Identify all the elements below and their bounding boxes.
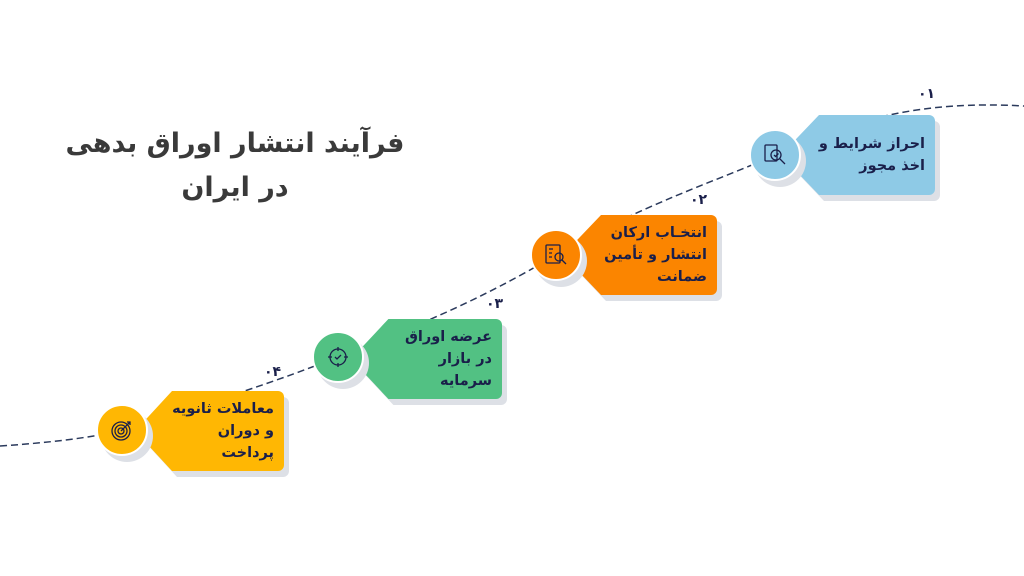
step-label: انتخـاب ارکان انتشار و تأمین ضمانت — [604, 225, 707, 285]
step-card-3: عرضه اوراق در بازار سرمایه — [360, 319, 507, 405]
step-label: معاملات ثانویه و دوران پرداخت — [172, 401, 274, 461]
title-line-2: در ایران — [181, 172, 289, 203]
step-label: احراز شرایط و اخذ مجوز — [818, 136, 925, 174]
bullseye-icon — [96, 404, 148, 456]
target-check-icon — [312, 331, 364, 383]
step-card-4: معاملات ثانویه و دوران پرداخت — [144, 391, 289, 477]
step-number: ۰۳ — [486, 296, 504, 312]
document-search-icon — [749, 129, 801, 181]
page-title: فرآیند انتشار اوراق بدهی در ایران — [65, 122, 405, 210]
step-number: ۰۱ — [918, 86, 936, 102]
step-number: ۰۲ — [690, 192, 708, 208]
step-card-2: انتخـاب ارکان انتشار و تأمین ضمانت — [572, 215, 722, 301]
report-search-icon — [530, 229, 582, 281]
step-number: ۰۴ — [264, 364, 282, 380]
step-card-1: احراز شرایط و اخذ مجوز — [790, 115, 940, 201]
step-label: عرضه اوراق در بازار سرمایه — [404, 329, 492, 389]
title-line-1: فرآیند انتشار اوراق بدهی — [65, 128, 405, 159]
